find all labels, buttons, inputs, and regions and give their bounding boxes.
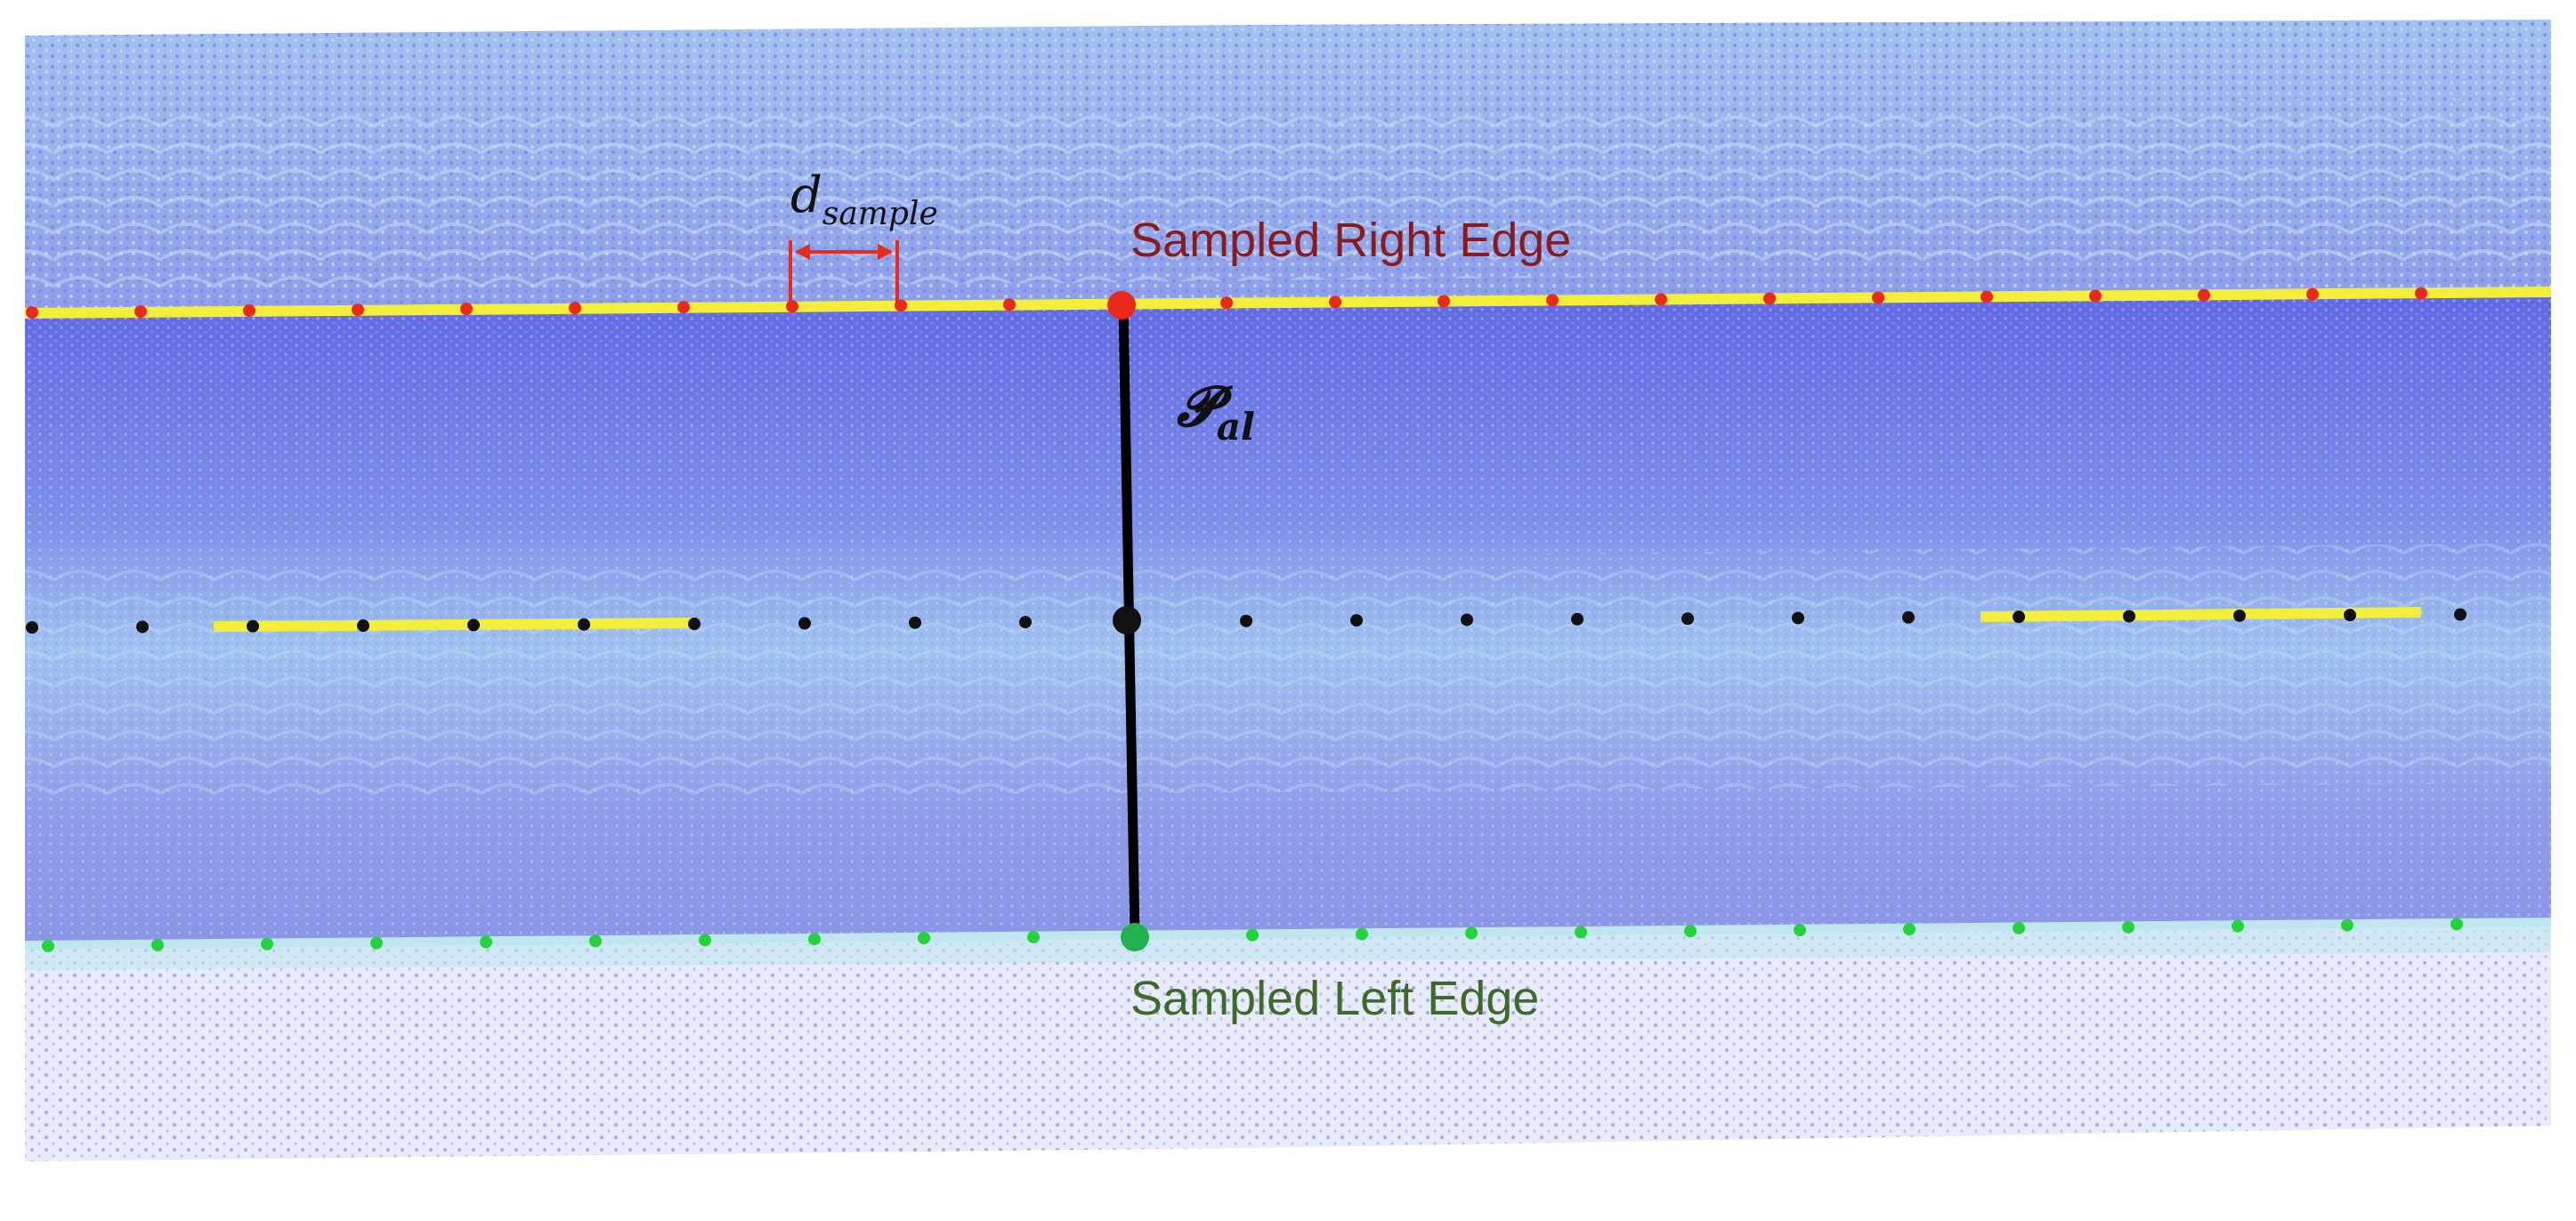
center-point (688, 618, 701, 631)
center-point (1461, 613, 1473, 627)
center-point (1571, 612, 1584, 626)
right-edge-point (1438, 295, 1450, 308)
right-edge-point (677, 301, 690, 314)
road-surface (25, 289, 2551, 943)
left-edge-point (1465, 926, 1478, 940)
right-edge-point (2198, 288, 2210, 302)
center-dash-left (213, 618, 695, 632)
right-edge-point (26, 306, 38, 319)
left-edge-point (42, 940, 54, 952)
right-edge-point (1981, 290, 1993, 303)
left-edge-point (1903, 923, 1916, 936)
right-edge-marking (24, 287, 2552, 319)
left-edge-point (918, 932, 930, 945)
left-edge-point (1246, 928, 1259, 942)
right-edge-point (1220, 296, 1233, 310)
center-point (1240, 614, 1252, 627)
left-edge-highlight-point (1121, 923, 1149, 951)
left-edge-point (2013, 921, 2025, 934)
right-edge-point (2415, 287, 2427, 300)
center-point (2344, 609, 2356, 622)
right-edge-point (1546, 294, 1559, 307)
left-edge-point (589, 934, 602, 948)
left-edge-point (1794, 924, 1806, 937)
left-edge-sampled-points (42, 918, 2463, 952)
left-edge-label: Sampled Left Edge (1130, 972, 1539, 1025)
center-point (247, 619, 259, 633)
left-edge-point (2122, 920, 2135, 934)
center-point (1902, 610, 1915, 624)
center-point (909, 616, 921, 629)
left-edge-point (1684, 925, 1697, 938)
right-edge-highlight-point (1107, 291, 1136, 319)
left-edge-point (151, 938, 164, 951)
left-edge-point (699, 934, 711, 947)
right-edge-point (1655, 293, 1667, 306)
center-point (2123, 610, 2135, 623)
left-edge-point (1575, 926, 1587, 939)
left-edge-point (808, 933, 821, 946)
left-edge-point (261, 937, 273, 950)
right-edge-point (2089, 289, 2102, 303)
center-point (467, 619, 480, 632)
center-point (1681, 612, 1694, 626)
sample-spacing-dimension (789, 240, 899, 307)
right-edge-point (352, 303, 364, 317)
center-point (2233, 609, 2246, 622)
upper-point-cloud (25, 20, 2551, 313)
left-edge-point (1027, 930, 1040, 943)
center-point (2454, 608, 2467, 621)
right-edge-point (243, 304, 255, 318)
center-point (798, 617, 811, 630)
left-edge-point (480, 935, 492, 949)
center-point (578, 618, 590, 631)
right-edge-point (460, 303, 473, 316)
right-edge-label: Sampled Right Edge (1130, 214, 1571, 267)
center-point (2013, 610, 2025, 624)
center-point (357, 619, 369, 633)
left-edge-point (2232, 919, 2244, 933)
alignment-point (1113, 606, 1141, 635)
center-point (1350, 614, 1363, 627)
sample-spacing-label: dsample (790, 166, 938, 232)
center-point (1019, 616, 1032, 629)
center-point (1792, 611, 1804, 625)
left-edge-point (370, 936, 383, 950)
right-edge-point (134, 305, 147, 319)
center-point (136, 620, 149, 634)
right-edge-point (1763, 292, 1776, 305)
center-sampled-points (26, 608, 2467, 634)
left-edge-point (1356, 927, 1368, 941)
right-edge-point (1872, 291, 1884, 304)
right-edge-point (2306, 287, 2319, 301)
center-point (26, 621, 38, 634)
right-edge-point (1329, 295, 1341, 309)
right-edge-point (569, 302, 581, 315)
left-edge-point (2341, 918, 2353, 932)
left-edge-point (2450, 918, 2463, 931)
lower-point-cloud (25, 921, 2551, 1161)
right-edge-point (1003, 298, 1016, 311)
